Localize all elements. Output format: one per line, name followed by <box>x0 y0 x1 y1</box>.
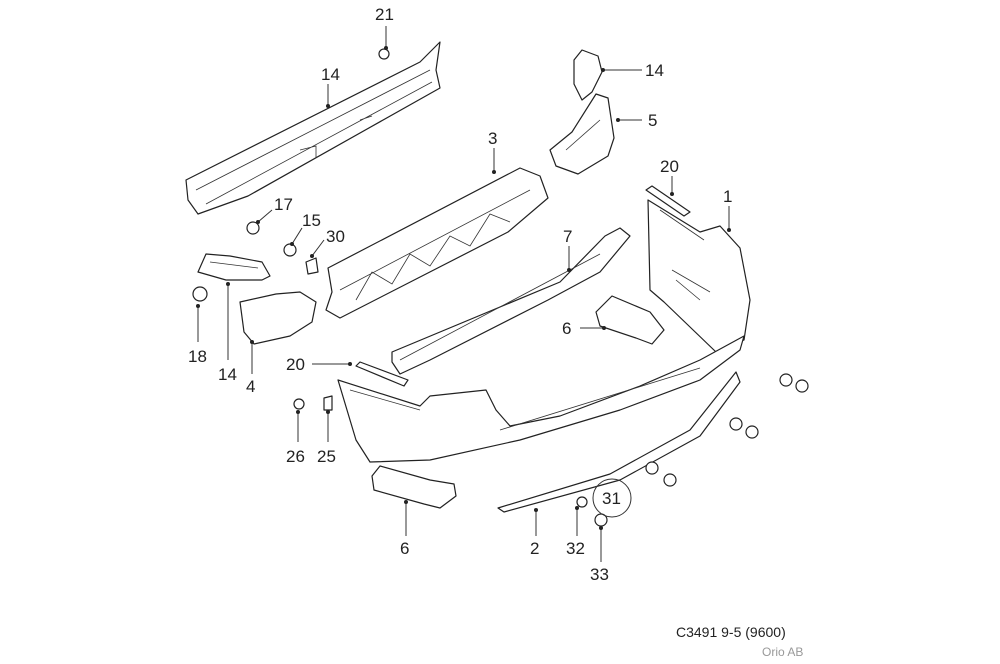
fasteners <box>192 48 809 527</box>
callout-2: 2 <box>530 539 539 558</box>
part-6-bracket-lower <box>371 465 457 509</box>
callout-18: 18 <box>188 347 207 366</box>
part-5-side-bracket <box>549 93 615 175</box>
part-2-lower-spoiler <box>497 371 741 513</box>
callout-14-upper: 14 <box>645 61 664 80</box>
callout-20-upper: 20 <box>660 157 679 176</box>
part-8-reinforcement-beam <box>185 41 441 215</box>
callout-14-left: 14 <box>218 365 237 384</box>
callout-3: 3 <box>488 129 497 148</box>
callout-32: 32 <box>566 539 585 558</box>
callout-31: 31 <box>602 489 621 508</box>
part-1-bumper-cover-front <box>337 335 745 463</box>
callout-8: 14 <box>321 65 340 84</box>
part-20-strip-left <box>355 361 409 387</box>
part-4-corner-bracket <box>239 291 317 345</box>
callout-26: 26 <box>286 447 305 466</box>
callout-labels: 21 14 3 14 5 20 1 7 6 17 15 30 18 14 4 2… <box>188 5 732 584</box>
callout-1: 1 <box>723 187 732 206</box>
leader-lines <box>196 26 731 562</box>
callout-5: 5 <box>648 111 657 130</box>
callout-6-upper: 6 <box>562 319 571 338</box>
part-7-bracket-strip <box>391 227 631 375</box>
callout-7: 7 <box>563 227 572 246</box>
diagram-code: C3491 9-5 (9600) <box>676 624 786 640</box>
callout-4: 4 <box>246 377 255 396</box>
part-3-energy-absorber <box>325 167 549 319</box>
part-20-strip-upper <box>645 185 691 217</box>
callout-33: 33 <box>590 565 609 584</box>
callout-31-ring <box>592 478 632 518</box>
part-6-bracket-upper <box>595 295 665 345</box>
callout-6-lower: 6 <box>400 539 409 558</box>
callout-25: 25 <box>317 447 336 466</box>
part-1-bumper-cover <box>647 199 751 353</box>
callout-15: 15 <box>302 211 321 230</box>
callout-17: 17 <box>274 195 293 214</box>
callout-30: 30 <box>326 227 345 246</box>
copyright-owner: Orio AB <box>762 645 804 659</box>
part-14-bracket-left <box>197 253 271 281</box>
callout-21: 21 <box>375 5 394 24</box>
part-14-bracket-upper <box>573 49 603 101</box>
callout-20-left: 20 <box>286 355 305 374</box>
